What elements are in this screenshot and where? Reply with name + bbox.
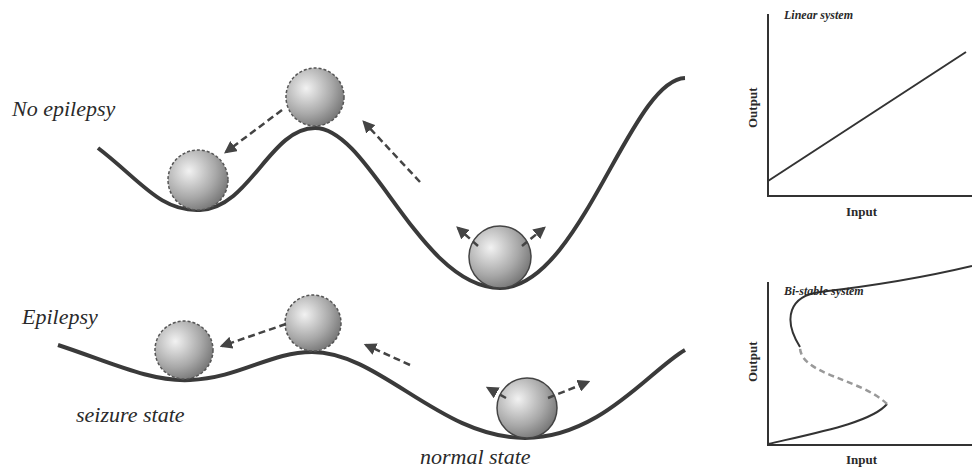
state-label: normal state (420, 444, 531, 470)
motion-arrows (222, 110, 588, 398)
chart-title: Bi-stable system (784, 284, 864, 299)
energy-landscape (58, 345, 685, 438)
energy-landscape (98, 78, 685, 288)
state-label: seizure state (76, 402, 185, 428)
ball-ghost (286, 68, 344, 126)
ball-ghost (285, 295, 341, 351)
ball-ghost (168, 150, 228, 210)
axis-label: Output (745, 342, 761, 382)
ball (497, 378, 557, 438)
ball-ghost (155, 321, 213, 379)
state-label: No epilepsy (12, 96, 115, 122)
ball (469, 226, 531, 288)
linear-chart (767, 14, 972, 197)
chart-title: Linear system (784, 8, 853, 23)
bistable-chart (767, 266, 972, 446)
axis-label: Input (846, 204, 877, 220)
state-label: Epilepsy (22, 304, 98, 330)
axis-label: Input (846, 452, 877, 468)
axis-label: Output (745, 88, 761, 128)
